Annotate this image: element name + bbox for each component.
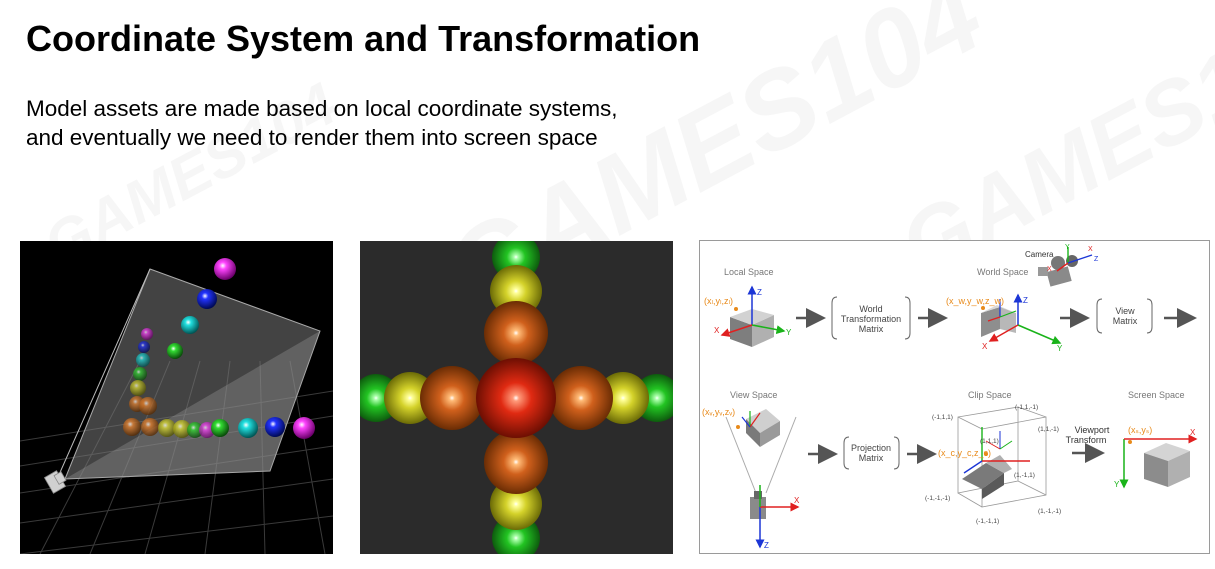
view-matrix-line-2: Matrix [1113,316,1138,326]
clip-space-cube: (x_c,y_c,z_c) (-1,1,1) (-1,1,-1) (1,1,-1… [925,404,1061,525]
projection-matrix-line-1: Projection [851,443,891,453]
frustum-spheres-illustration [20,258,333,554]
camera-label: Camera [1025,250,1054,259]
axis-y-label: Y [786,328,792,337]
world-matrix-line-2: Transformation [841,314,901,324]
clip-corner: (1,1,1) [980,438,999,445]
transformation-pipeline-diagram: Local Space World Space Camera Z Y X (xₗ… [699,240,1210,554]
screen-coord-label: (xₛ,yₛ) [1128,425,1152,435]
viewport-transform-line-1: Viewport [1075,425,1110,435]
screen-space-cube: Y X (xₛ,yₛ) [1114,425,1198,489]
pipeline-diagram-svg: Local Space World Space Camera Z Y X (xₗ… [702,244,1198,550]
view-matrix-line-1: View [1115,306,1135,316]
viewport-transform-line-2: Transform [1066,435,1107,445]
subtitle-line-1: Model assets are made based on local coo… [26,96,618,121]
axis-x-label: X [714,326,720,335]
world-matrix-line-3: Matrix [859,324,884,334]
axis-z-label: Z [1094,256,1099,263]
local-space-label: Local Space [724,267,774,277]
clip-coord-label: (x_c,y_c,z_c) [938,448,991,458]
world-coord-label: (x_w,y_w,z_w) [946,296,1004,306]
axis-x-label: X [982,342,988,351]
clip-corner: (-1,1,-1) [1015,404,1038,411]
camera-view-image [360,241,673,554]
world-space-cube: Z Y X (x_w,y_w,z_w) [946,293,1063,353]
clip-space-label: Clip Space [968,390,1012,400]
view-coord-label: (xᵥ,yᵥ,zᵥ) [702,407,735,417]
screen-space-label: Screen Space [1128,390,1185,400]
axis-x-label: X [1190,428,1196,437]
axis-z-label: Z [1023,296,1028,305]
local-space-cube: Z Y X (xₗ,yₗ,zₗ) [704,285,792,347]
slide-subtitle: Model assets are made based on local coo… [26,94,618,152]
projection-matrix: Projection Matrix [843,436,900,470]
view-space-label: View Space [730,390,777,400]
local-coord-label: (xₗ,yₗ,zₗ) [704,296,733,306]
clip-corner: (-1,-1,1) [976,518,999,525]
clip-corner: (-1,-1,-1) [925,495,950,502]
axis-y-label: Y [1065,244,1070,251]
projection-matrix-line-2: Matrix [859,453,884,463]
camera-icon: Y X Z X [1038,244,1099,287]
subtitle-line-2: and eventually we need to render them in… [26,125,598,150]
axis-y-label: Y [1057,344,1063,353]
world-matrix-line-1: World [859,304,882,314]
camera-view-illustration [360,241,673,554]
frustum-spheres-image [20,241,333,554]
axis-x-label: X [1088,246,1093,253]
axis-y-label: Y [1114,480,1120,489]
clip-corner: (1,-1,-1) [1038,508,1061,515]
axis-z-label: Z [764,541,769,550]
slide-title: Coordinate System and Transformation [26,18,701,59]
world-transformation-matrix: World Transformation Matrix [831,296,911,340]
view-matrix: View Matrix [1096,298,1153,334]
world-space-label: World Space [977,267,1028,277]
clip-corner: (1,-1,1) [1014,472,1035,479]
axis-x-label: X [794,496,800,505]
view-space-frustum: Z X (xᵥ,yᵥ,zᵥ) [702,407,800,550]
clip-corner: (-1,1,1) [932,414,953,421]
clip-corner: (1,1,-1) [1038,426,1059,433]
axis-z-label: Z [757,288,762,297]
axis-x-label: X [1047,266,1052,273]
